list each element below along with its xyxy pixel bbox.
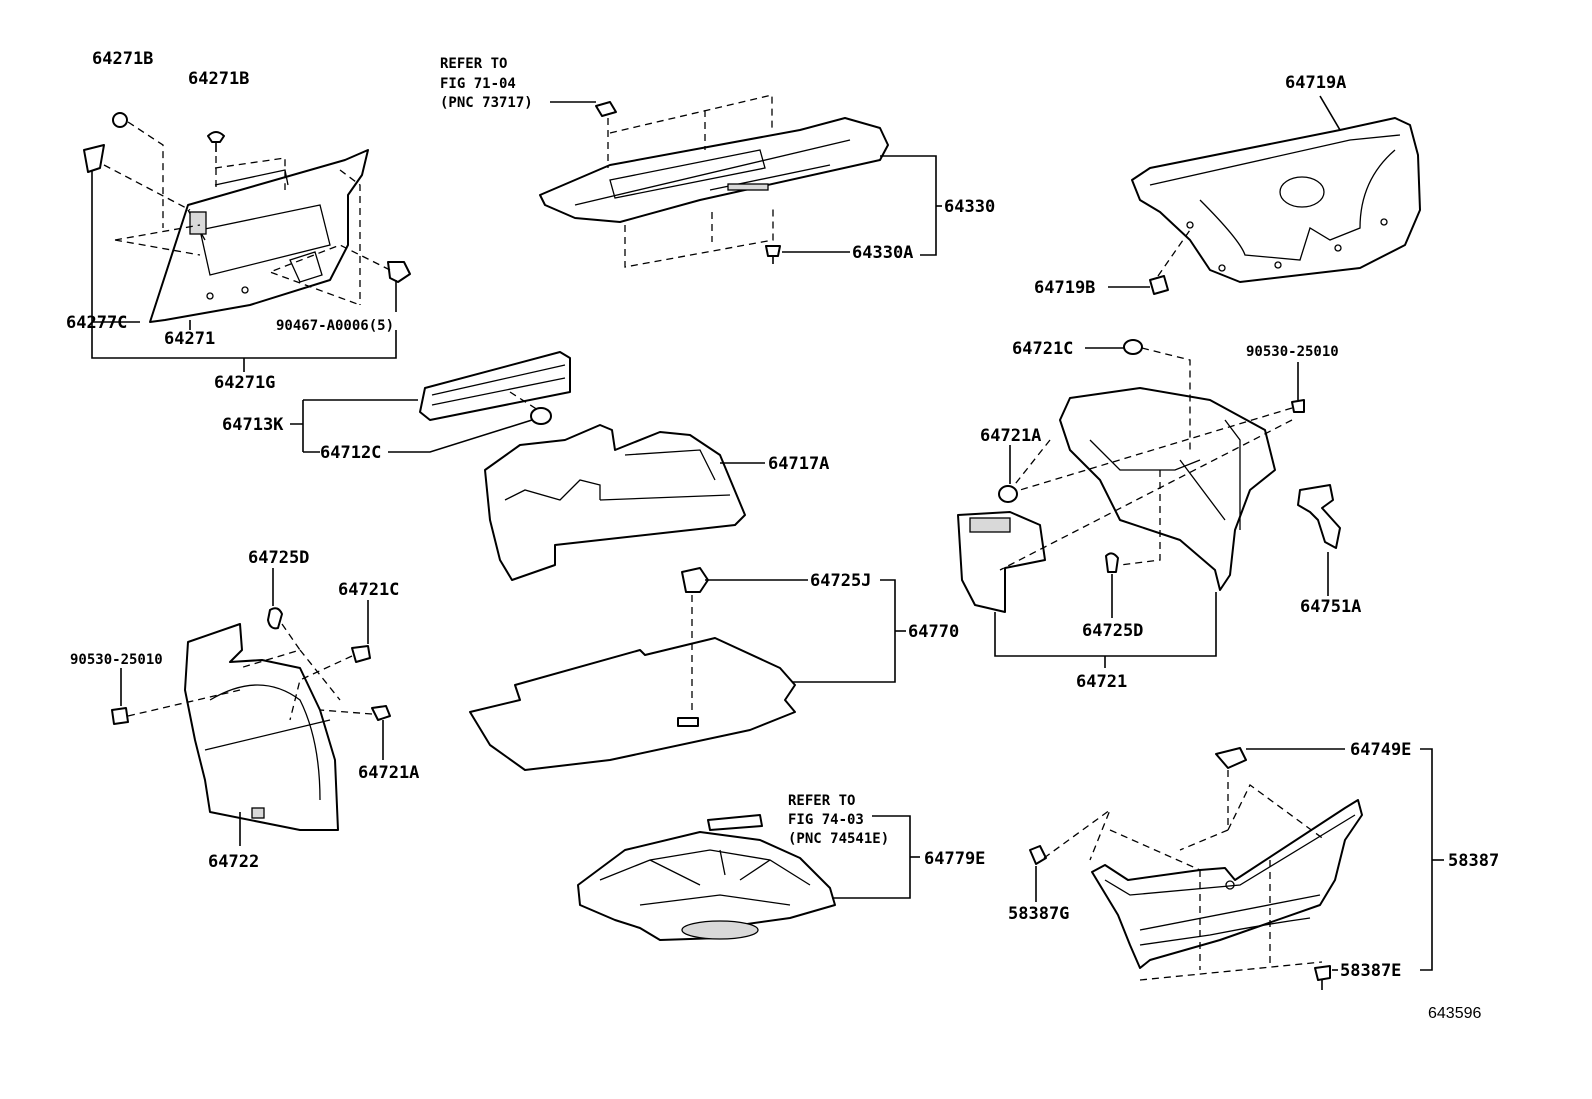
- bracket-pnc-73717: [595, 101, 617, 117]
- label-64330: 64330: [944, 197, 995, 217]
- leaders-64713K: [290, 391, 539, 453]
- figure-number: 643596: [1428, 1005, 1481, 1022]
- label-64713K: 64713K: [222, 415, 284, 435]
- refer-note-line-1: REFER TO: [440, 56, 507, 72]
- label-64725D-right: 64725D: [1082, 621, 1143, 641]
- label-64725D-left: 64725D: [248, 548, 309, 568]
- leaders-64770: [691, 579, 906, 715]
- package-tray-trim: [539, 117, 889, 223]
- clip-90530-right: [1291, 399, 1305, 413]
- leaders-64779E: [832, 815, 920, 899]
- refer-note-line-2: FIG 74-03: [788, 812, 864, 828]
- label-64717A: 64717A: [768, 454, 829, 474]
- refer-note-line-1: REFER TO: [788, 793, 855, 809]
- refer-note-line-3: (PNC 74541E): [788, 831, 889, 847]
- label-64721A-left: 64721A: [358, 763, 419, 783]
- bracket-64751A: [1297, 484, 1341, 549]
- label-64271: 64271: [164, 329, 215, 349]
- clip-64277C: [83, 144, 105, 173]
- label-90467: 90467-A0006(5): [276, 318, 394, 334]
- refer-note-line-3: (PNC 73717): [440, 95, 533, 111]
- leaders-58387: [1035, 748, 1444, 981]
- clip-90530-left: [111, 707, 129, 725]
- sill-trim-64713K: [419, 351, 571, 421]
- label-64271B-b: 64271B: [188, 69, 249, 89]
- clip-58387E: [1314, 965, 1331, 990]
- spare-tire-board: [577, 831, 836, 941]
- clip-64271B-b: [207, 131, 225, 152]
- label-58387E: 58387E: [1340, 961, 1401, 981]
- label-64271B-a: 64271B: [92, 49, 153, 69]
- trunk-side-trim-left: [184, 623, 339, 831]
- trunk-side-trim-right: [957, 387, 1276, 613]
- label-64721: 64721: [1076, 672, 1127, 692]
- label-58387G: 58387G: [1008, 904, 1069, 924]
- label-64721C-right: 64721C: [1012, 339, 1073, 359]
- trunk-front-panel-58387: [1091, 799, 1363, 969]
- clip-64721C-left: [351, 645, 371, 663]
- refer-note-fig-71-04: REFER TO FIG 71-04 (PNC 73717): [440, 56, 533, 111]
- clip-90467: [387, 261, 411, 283]
- clip-64330A: [765, 245, 781, 264]
- label-58387: 58387: [1448, 851, 1499, 871]
- label-64719A: 64719A: [1285, 73, 1346, 93]
- trunk-lid-lining: [1131, 117, 1421, 283]
- refer-note-line-2: FIG 71-04: [440, 76, 516, 92]
- clip-64725J: [681, 567, 709, 593]
- front-trunk-board: [484, 424, 746, 581]
- refer-note-fig-74-03: REFER TO FIG 74-03 (PNC 74541E): [788, 793, 889, 847]
- clip-64721A-left: [371, 705, 391, 721]
- label-64712C: 64712C: [320, 443, 381, 463]
- label-64751A: 64751A: [1300, 597, 1361, 617]
- clip-64749E: [1215, 747, 1247, 769]
- clip-64719B: [1149, 275, 1169, 295]
- label-64749E: 64749E: [1350, 740, 1411, 760]
- clip-64721C-right: [1123, 339, 1143, 355]
- label-plate-pnc-74541E: [707, 814, 763, 831]
- clip-58387G: [1029, 845, 1047, 865]
- clip-64725D-right: [1105, 552, 1119, 573]
- trunk-side-trim-upper-left: [149, 149, 369, 323]
- part-number-labels: 64271B 64271B 64277C 64271 90467-A0006(5…: [66, 49, 1499, 981]
- clip-64721A-right: [998, 485, 1018, 503]
- label-64721A-right: 64721A: [980, 426, 1041, 446]
- label-90530-left: 90530-25010: [70, 652, 163, 668]
- label-64330A: 64330A: [852, 243, 913, 263]
- leaders-64722: [120, 568, 384, 846]
- clip-64712C: [530, 407, 552, 425]
- label-64719B: 64719B: [1034, 278, 1095, 298]
- label-64722: 64722: [208, 852, 259, 872]
- clip-64725D-left: [267, 607, 283, 630]
- label-64721C-left: 64721C: [338, 580, 399, 600]
- clip-64271B-a: [112, 112, 128, 128]
- leaders-64719: [1108, 95, 1341, 288]
- leaders-64721: [994, 347, 1329, 668]
- leaders-64330: [550, 94, 942, 268]
- label-64725J: 64725J: [810, 571, 871, 591]
- trunk-floor-mat: [469, 637, 796, 771]
- label-90530-right: 90530-25010: [1246, 344, 1339, 360]
- label-64779E: 64779E: [924, 849, 985, 869]
- leaders-64271-group: [91, 121, 397, 372]
- label-64770: 64770: [908, 622, 959, 642]
- label-64277C: 64277C: [66, 313, 127, 333]
- label-64271G: 64271G: [214, 373, 275, 393]
